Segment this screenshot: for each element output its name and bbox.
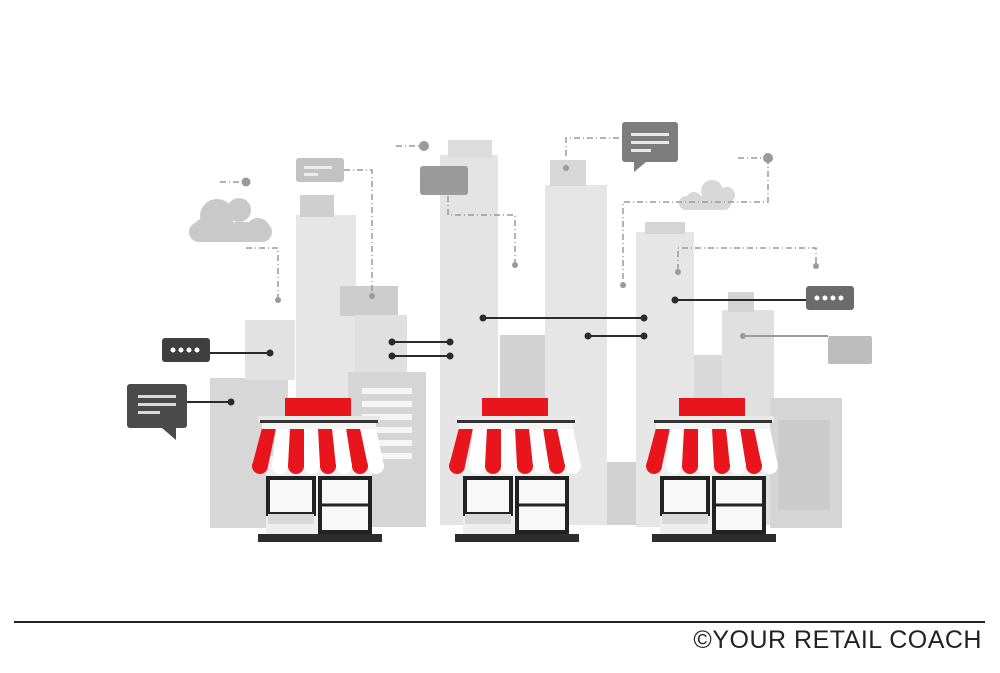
- link-lines: [187, 299, 806, 403]
- typing-bubble-icon: [162, 338, 210, 362]
- message-box-icon: [420, 166, 468, 195]
- cloud-icon: [679, 180, 735, 210]
- cloud-icon: [189, 198, 272, 242]
- storefront-icon: [447, 396, 583, 544]
- typing-bubble-icon: [806, 286, 854, 310]
- link-dots: [227, 296, 679, 406]
- footer-divider: [14, 621, 985, 623]
- copyright-credit: ©YOUR RETAIL COACH: [693, 626, 982, 654]
- speech-bubble-icon: [296, 158, 344, 182]
- building-window-stripes: [362, 388, 412, 459]
- storefront-icon: [644, 396, 780, 544]
- speech-bubble-icon: [622, 122, 678, 172]
- message-box-icon: [828, 336, 872, 364]
- speech-bubble-icon: [127, 384, 187, 440]
- connector-lines: [220, 137, 817, 298]
- city-retail-illustration: [127, 122, 872, 544]
- connector-dots: [241, 141, 819, 339]
- storefront-icon: [250, 396, 386, 544]
